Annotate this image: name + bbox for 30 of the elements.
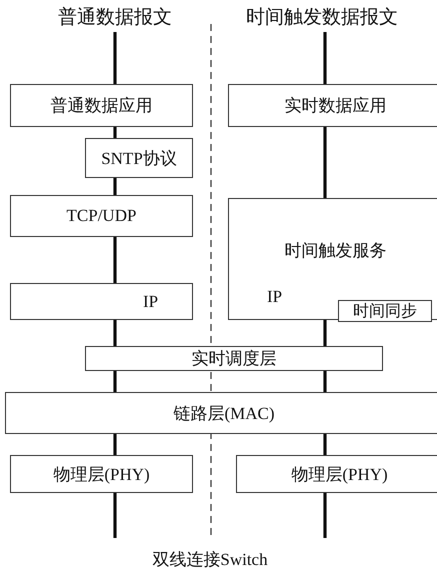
connector-line [113,371,117,392]
box-label: 时间触发服务 [284,240,388,262]
layer-box: IP [10,283,193,320]
layer-box: 普通数据应用 [10,84,193,127]
caption-text: 双线连接Switch [151,549,269,571]
layer-box: TCP/UDP [10,195,193,237]
connector-line [323,493,327,538]
connector-line [113,127,117,138]
connector-line [323,127,327,198]
box-label: IP [267,287,282,307]
column-heading: 普通数据报文 [55,2,175,32]
protocol-box: SNTP协议 [85,138,193,178]
layer-box: 链路层(MAC) [5,392,437,434]
connector-line [113,32,117,84]
column-heading: 时间触发数据报文 [242,2,402,32]
connector-line [323,320,327,346]
connector-line [113,493,117,538]
layer-box: 物理层(PHY) [10,455,193,493]
service-box [228,198,437,320]
connector-line [323,434,327,455]
connector-line [113,320,117,346]
sync-box: 时间同步 [338,300,432,322]
connector-line [323,32,327,84]
layer-box: 实时数据应用 [228,84,437,127]
layer-box: 物理层(PHY) [236,455,437,493]
connector-line [113,178,117,195]
connector-line [323,371,327,392]
connector-line [113,434,117,455]
layer-box: 实时调度层 [85,346,383,371]
connector-line [113,237,117,283]
